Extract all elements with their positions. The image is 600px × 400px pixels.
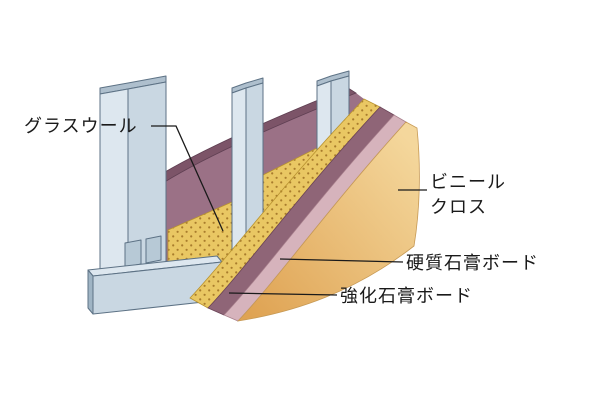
glass-wool-label: グラスウール [24,116,138,136]
layer-stack [189,98,420,322]
runner-end-cap [87,269,94,315]
vinyl-cloth-face [236,121,420,322]
glass-wool-leader-line [151,125,224,232]
hard-gypsum-leader-line [279,258,404,263]
vinyl-cloth-label: ビニール クロス [430,172,506,217]
hard-gypsum-board-label: 硬質石膏ボード [406,253,539,273]
floor-runner [87,255,223,315]
steel-stud-left [99,75,167,305]
stud-knockout-hole [145,235,162,264]
leader-lines [151,125,427,296]
reinforced-gypsum-leader-line [228,292,338,296]
stud-flange-face [231,87,247,261]
stud-knockout-hole [124,239,142,268]
steel-stud-middle [231,77,264,261]
reinforced-gypsum-board-label: 強化石膏ボード [340,286,473,306]
